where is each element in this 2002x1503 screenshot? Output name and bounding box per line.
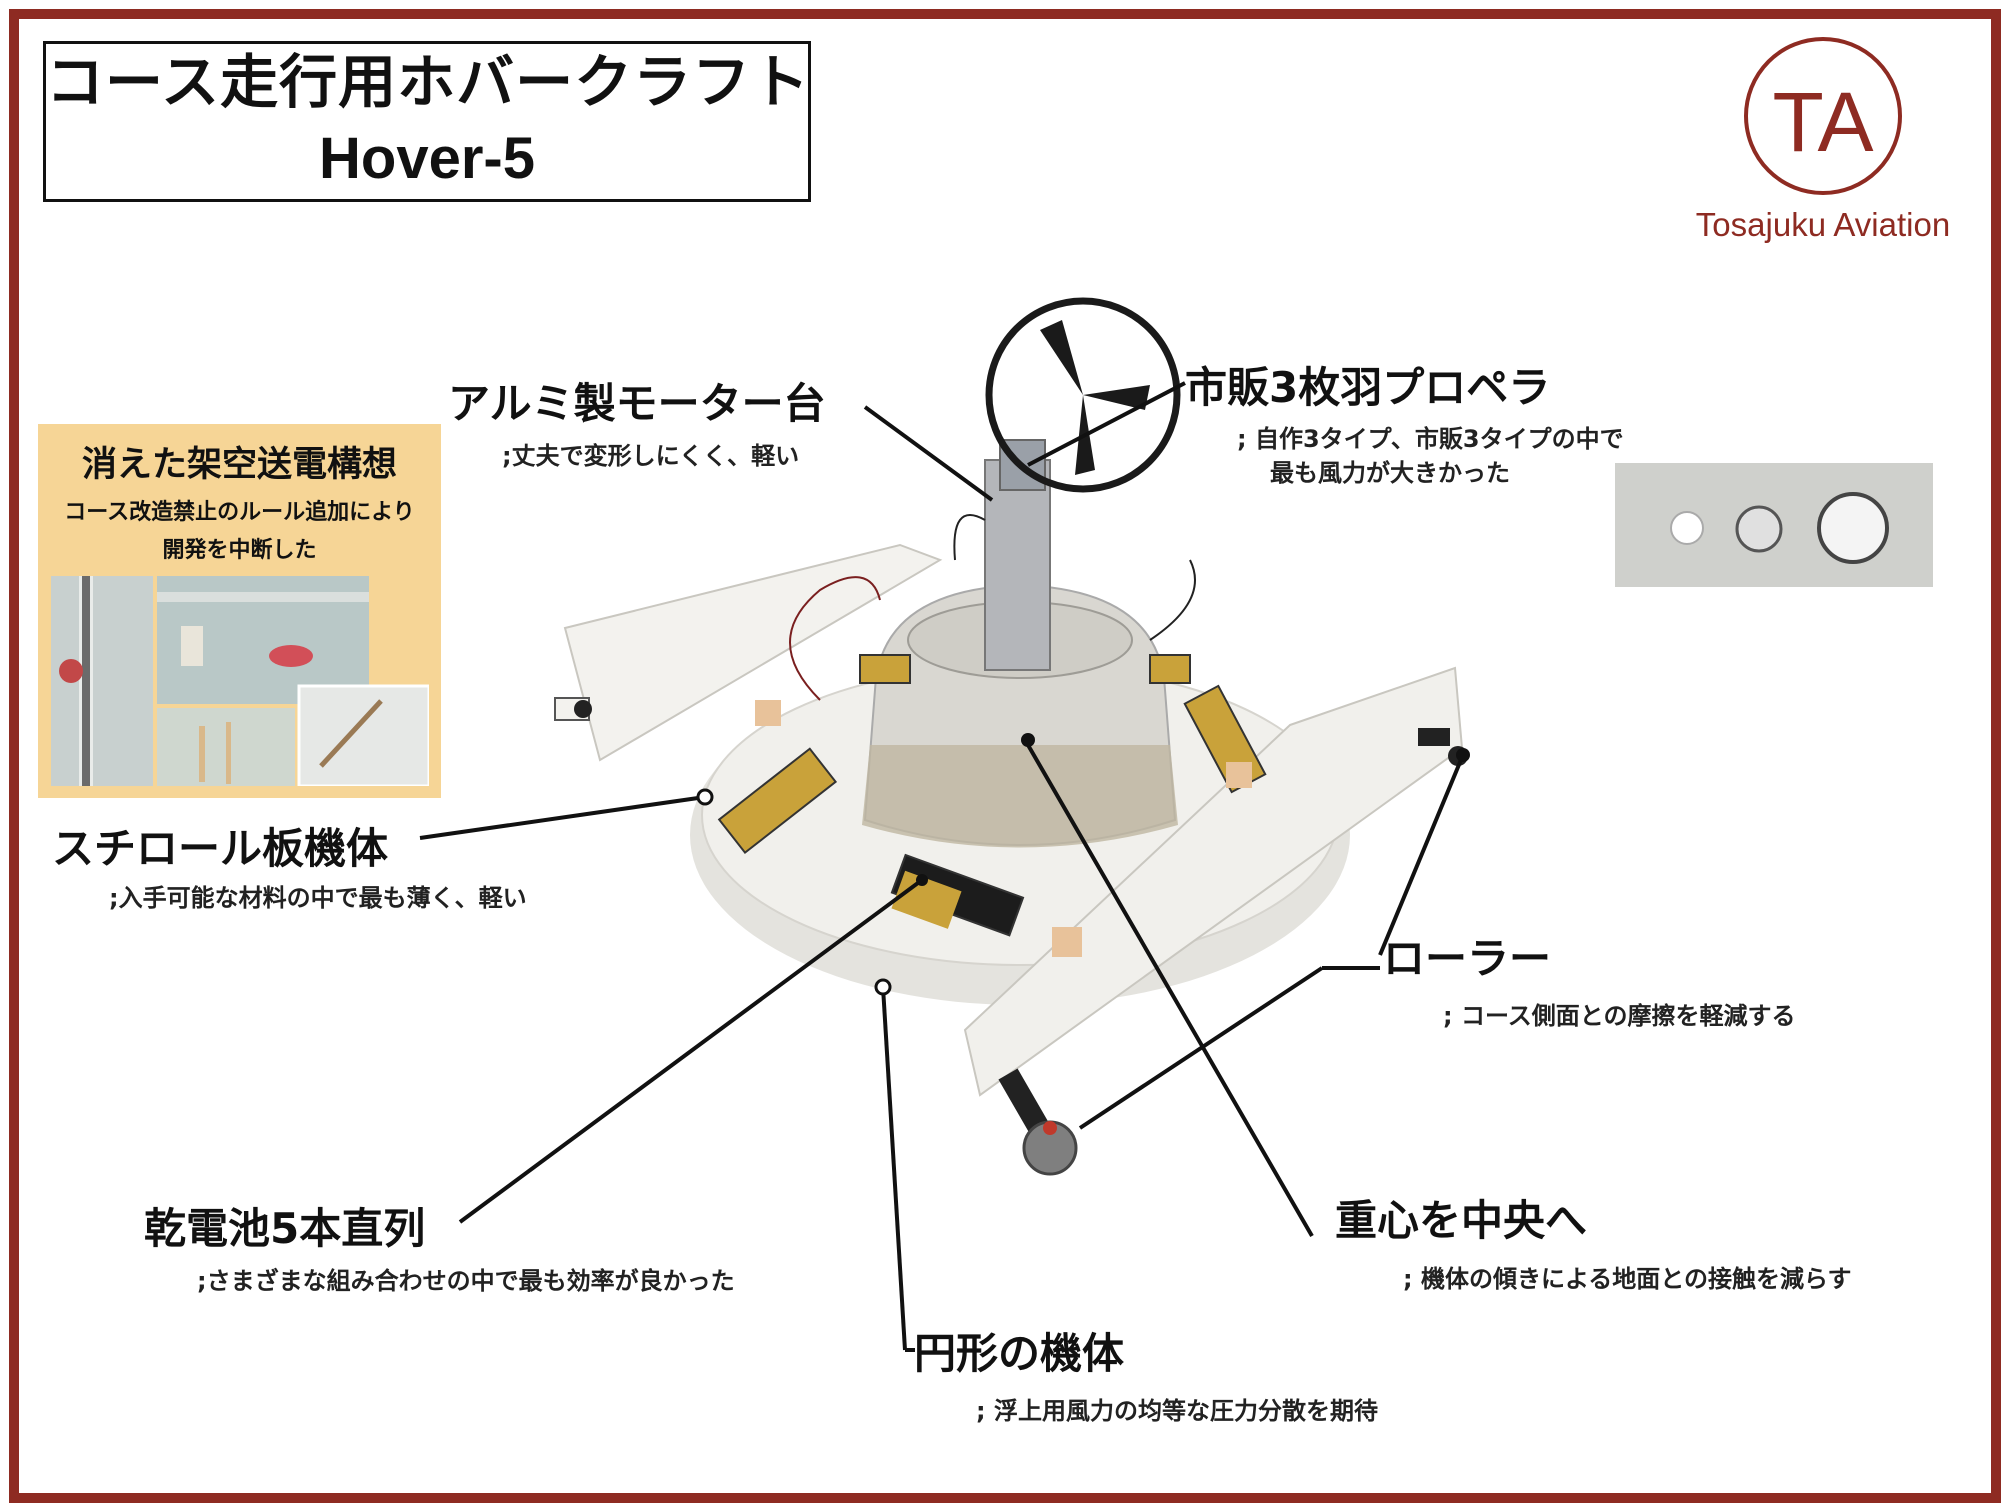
roller-label: ローラー (1383, 934, 1552, 983)
can-label (862, 745, 1178, 848)
circular-body-label: 円形の機体 (914, 1329, 1125, 1378)
page-subtitle: Hover-5 (319, 126, 535, 191)
battery-desc: ;さまざまな組み合わせの中で最も効率が良かった (197, 1267, 735, 1295)
motor-mount-label: アルミ製モーター台 (448, 379, 826, 428)
propeller-comparison-image (1615, 463, 1933, 587)
motor-mount (984, 459, 1051, 671)
course-photos-image (51, 576, 429, 786)
circular-body-desc: ; 浮上用風力の均等な圧力分散を期待 (976, 1397, 1378, 1425)
body-material-label: スチロール板機体 (52, 824, 389, 873)
center-of-gravity-desc: ; 機体の傾きによる地面との接触を減らす (1403, 1265, 1852, 1293)
propeller-desc-line1: ; 自作3タイプ、市販3タイプの中で (1237, 425, 1624, 453)
logo-org-name: Tosajuku Aviation (1695, 206, 1951, 243)
propeller-guard (985, 297, 1181, 493)
propeller-desc-line2: 最も風力が大きかった (1270, 459, 1510, 487)
page-title: コース走行用ホバークラフト (46, 48, 811, 116)
ta-logo-icon: TA (1744, 37, 1902, 195)
abandoned-concept-panel: 消えた架空送電構想 コース改造禁止のルール追加により 開発を中断した (38, 424, 441, 798)
panel-text-line2: 開発を中断した (162, 538, 317, 563)
leader-lines (419, 381, 1465, 1352)
panel-text: コース改造禁止のルール追加により 開発を中断した (38, 494, 441, 570)
center-of-gravity-label: 重心を中央へ (1335, 1196, 1588, 1245)
logo-letters: TA (1772, 75, 1873, 169)
panel-title: 消えた架空送電構想 (81, 445, 397, 485)
title-box: コース走行用ホバークラフト Hover-5 (43, 41, 811, 202)
battery-label: 乾電池5本直列 (144, 1204, 426, 1253)
roller-desc: ; コース側面との摩擦を軽減する (1443, 1002, 1796, 1030)
leader-dots (696, 788, 892, 996)
roller-left (554, 697, 592, 721)
roller-front (998, 1068, 1078, 1176)
motor-mount-desc: ;丈夫で変形しにくく、軽い (502, 442, 800, 470)
right-side-wall (963, 666, 1464, 1097)
propeller-label: 市販3枚羽プロペラ (1185, 363, 1551, 412)
panel-text-line1: コース改造禁止のルール追加により (64, 500, 415, 525)
body-material-desc: ;入手可能な材料の中で最も薄く、軽い (109, 884, 527, 912)
